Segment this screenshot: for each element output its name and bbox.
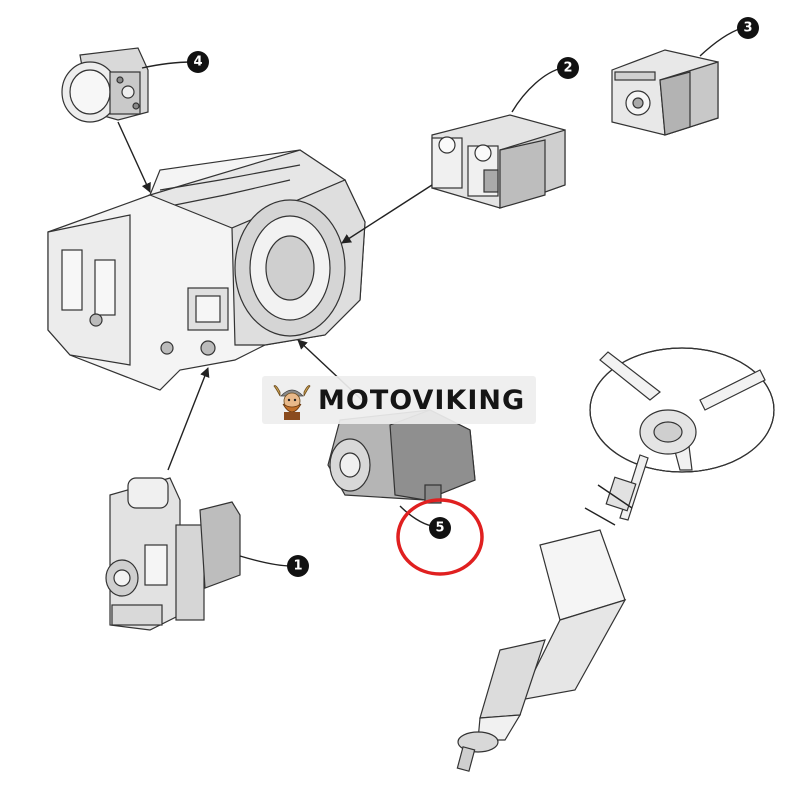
main-hydraulic-pump — [327, 409, 476, 504]
auxiliary-pump — [431, 114, 566, 209]
callout-5: 5 — [429, 517, 451, 539]
arrow-pump-1 — [167, 367, 210, 471]
watermark-banner: MOTOVIKING — [262, 376, 536, 424]
callout-label: 4 — [193, 55, 202, 70]
pto-pump — [61, 47, 149, 123]
callout-leader-3 — [699, 27, 743, 57]
viking-logo-icon — [273, 385, 311, 420]
callout-3: 3 — [737, 17, 759, 39]
callout-leader-4 — [141, 61, 193, 69]
callout-4: 4 — [187, 51, 209, 73]
callout-leader-1 — [239, 555, 293, 567]
arrow-pump-2 — [341, 184, 433, 244]
steering-wheel — [589, 347, 775, 473]
callout-2: 2 — [557, 57, 579, 79]
hydraulic-lift-pump — [105, 477, 241, 631]
callout-label: 2 — [563, 61, 572, 76]
steering-pump — [611, 49, 719, 136]
arrow-pump-4 — [117, 121, 151, 193]
callout-label: 3 — [743, 21, 752, 36]
steering-column — [456, 454, 649, 772]
callout-leader-2 — [511, 67, 563, 113]
callout-1: 1 — [287, 555, 309, 577]
callout-label: 5 — [435, 521, 444, 536]
highlight-ring — [396, 498, 484, 576]
transmission-housing — [47, 149, 366, 391]
watermark-text: MOTOVIKING — [318, 384, 526, 416]
callout-label: 1 — [293, 559, 302, 574]
